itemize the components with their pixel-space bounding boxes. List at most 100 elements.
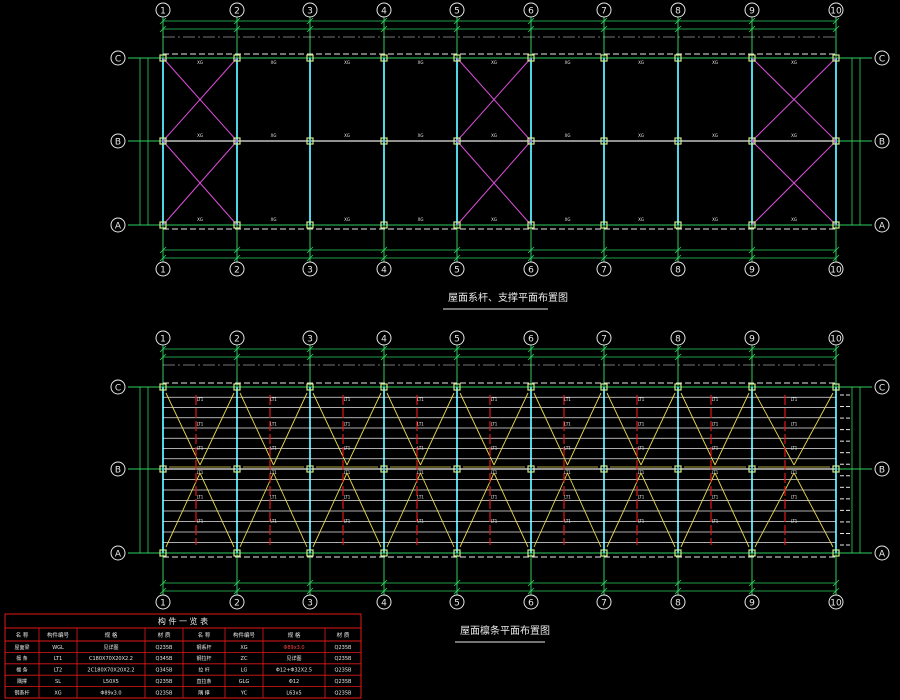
tie-mark: XG xyxy=(271,133,277,138)
dimension-tick xyxy=(159,246,167,254)
column-node xyxy=(748,54,756,62)
grid-bubble-bottom-3-circle xyxy=(302,261,318,277)
column-node xyxy=(832,54,840,62)
dimension-tick xyxy=(527,579,535,587)
table-cell: Q235B xyxy=(156,690,173,696)
grid-bubble-right-C-label: C xyxy=(879,384,885,394)
column-node xyxy=(159,137,167,145)
column-node xyxy=(832,221,840,229)
grid-bubble-bottom-2-label: 2 xyxy=(234,266,240,276)
grid-bubble-top-7-circle xyxy=(596,2,612,18)
dimension-tick xyxy=(832,579,840,587)
column-node xyxy=(159,465,167,473)
column-node xyxy=(674,137,682,145)
sag-rod xyxy=(346,392,382,466)
purlin-mark: LT1 xyxy=(712,494,719,499)
grid-bubble-top-1-circle xyxy=(155,330,171,346)
column-node xyxy=(674,221,682,229)
column-node xyxy=(453,221,461,229)
purlin-mark: LT1 xyxy=(197,446,204,451)
purlin-mark: LT1 xyxy=(564,519,571,524)
tie-mark: XG xyxy=(418,133,424,138)
table-cell: WGL xyxy=(52,645,64,651)
grid-bubble-right-C-label: C xyxy=(879,55,885,65)
dimension-tick xyxy=(380,587,388,595)
column-node xyxy=(527,465,535,473)
sag-rod xyxy=(714,472,750,548)
grid-bubble-left-A-label: A xyxy=(115,550,122,560)
column-node xyxy=(306,549,314,557)
dimension-tick xyxy=(600,345,608,353)
dimension-tick xyxy=(600,353,608,361)
dimension-tick xyxy=(600,587,608,595)
column-node xyxy=(748,137,756,145)
column-node xyxy=(233,137,241,145)
table-cell: 檩 条 xyxy=(16,667,28,674)
table-cell: Q235B xyxy=(335,679,352,685)
sag-rod xyxy=(420,472,455,548)
column-node xyxy=(380,221,388,229)
dimension-tick xyxy=(159,345,167,353)
column-node xyxy=(748,465,756,473)
purlin-mark: LT1 xyxy=(638,397,645,402)
grid-bubble-bottom-3-label: 3 xyxy=(307,266,313,276)
column-node xyxy=(380,54,388,62)
sag-rod xyxy=(312,392,348,466)
tie-mark: XG xyxy=(791,217,797,222)
grid-bubble-bottom-1-label: 1 xyxy=(160,266,166,276)
tie-mark: XG xyxy=(344,217,350,222)
tie-mark: XG xyxy=(638,133,644,138)
grid-bubble-bottom-7-label: 7 xyxy=(601,599,607,609)
grid-bubble-top-5-circle xyxy=(449,330,465,346)
sag-rod xyxy=(459,392,495,466)
grid-bubble-right-C-circle xyxy=(874,50,890,66)
purlin-mark: LT1 xyxy=(344,446,351,451)
dimension-tick xyxy=(159,587,167,595)
purlin-mark: LT1 xyxy=(638,470,645,475)
dimension-tick xyxy=(748,579,756,587)
tie-mark: XG xyxy=(638,60,644,65)
grid-bubble-bottom-2-circle xyxy=(229,261,245,277)
purlin-mark: LT1 xyxy=(791,519,798,524)
dimension-tick xyxy=(748,254,756,262)
column-node xyxy=(453,137,461,145)
column-node xyxy=(233,549,241,557)
table-header-cell: 规 格 xyxy=(288,631,301,639)
table-cell: 隅撑 xyxy=(17,678,27,685)
tie-mark: XG xyxy=(791,133,797,138)
dimension-tick xyxy=(306,254,314,262)
table-cell: Q345B xyxy=(156,656,173,662)
purlin-mark: LT1 xyxy=(712,397,719,402)
grid-bubble-bottom-6-label: 6 xyxy=(528,266,534,276)
table-header-cell: 名 称 xyxy=(198,631,211,639)
column-node xyxy=(306,137,314,145)
grid-bubble-top-9-circle xyxy=(744,330,760,346)
grid-bubble-top-8-label: 8 xyxy=(675,335,681,345)
grid-bubble-right-A-circle xyxy=(874,545,890,561)
roof-bracing xyxy=(456,57,532,142)
sag-rod xyxy=(606,392,642,466)
purlin-mark: LT1 xyxy=(791,494,798,499)
tie-mark: XG xyxy=(197,133,203,138)
column-node xyxy=(380,465,388,473)
purlin-mark: LT1 xyxy=(491,494,498,499)
grid-bubble-left-C-circle xyxy=(110,379,126,395)
column-node xyxy=(527,383,535,391)
table-cell: ZC xyxy=(241,656,248,662)
grid-bubble-bottom-4-circle xyxy=(376,594,392,610)
purlin-mark: LT1 xyxy=(270,519,277,524)
column-node xyxy=(159,54,167,62)
column-node xyxy=(600,137,608,145)
purlin-mark: LT1 xyxy=(638,519,645,524)
grid-bubble-bottom-6-circle xyxy=(523,594,539,610)
dimension-tick xyxy=(306,17,314,25)
dimension-tick xyxy=(674,579,682,587)
sag-rod xyxy=(386,472,421,548)
dimension-tick xyxy=(159,579,167,587)
sag-rod xyxy=(793,472,834,548)
purlin-mark: LT1 xyxy=(344,519,351,524)
dimension-tick xyxy=(233,25,241,33)
grid-bubble-bottom-8-label: 8 xyxy=(675,599,681,609)
purlin-mark: LT1 xyxy=(270,421,277,426)
dimension-tick xyxy=(233,579,241,587)
